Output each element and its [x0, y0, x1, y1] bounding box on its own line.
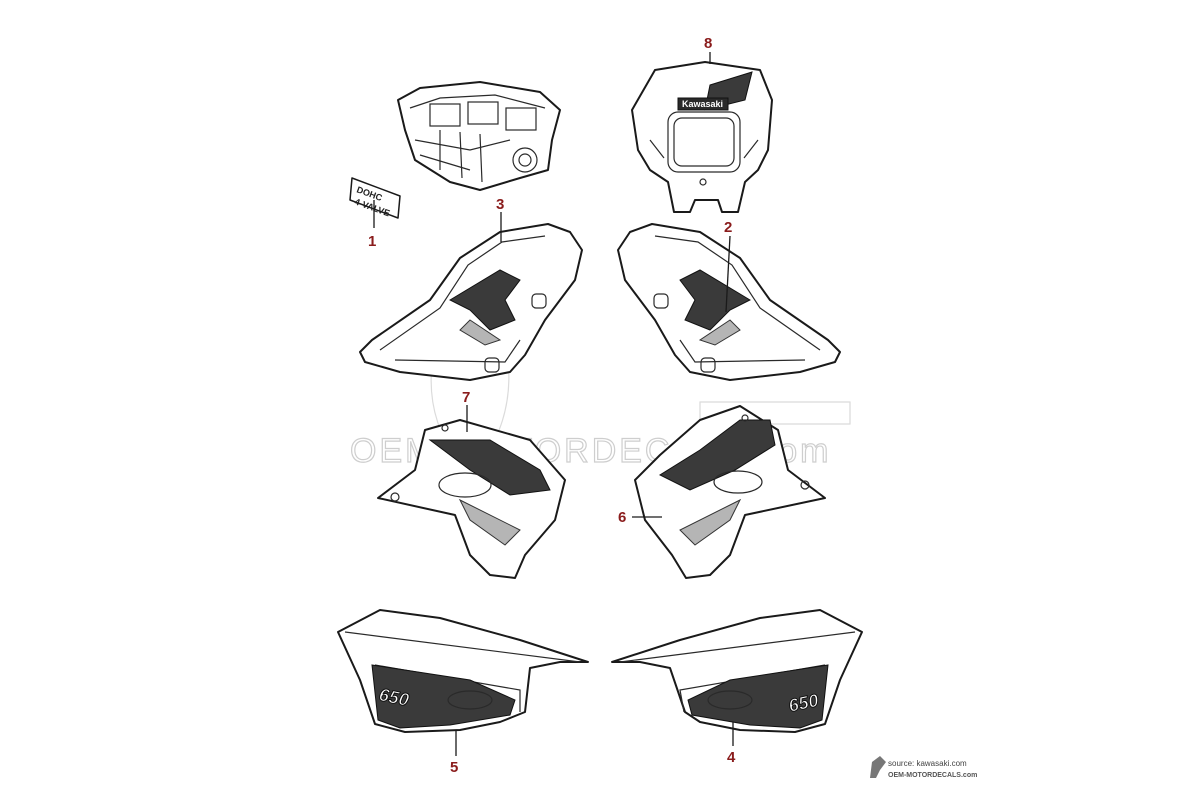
callout-4: 4 — [727, 749, 736, 766]
right-tank-cover — [634, 405, 826, 579]
source-credit: source: kawasaki.com OEM-MOTORDECALS.com — [870, 756, 977, 779]
callout-numbers: 1 2 3 4 5 6 7 8 — [368, 35, 736, 776]
right-side-cover-graphic — [687, 664, 829, 729]
callout-7: 7 — [462, 389, 470, 406]
right-radiator-shroud — [617, 223, 841, 381]
kawasaki-logo-decal — [677, 97, 729, 111]
left-radiator-shroud — [359, 223, 583, 381]
left-tank-graphic — [428, 439, 551, 496]
left-shroud-graphic — [448, 269, 521, 331]
callout-3: 3 — [496, 196, 504, 213]
engine-head — [397, 81, 561, 191]
callout-5: 5 — [450, 759, 458, 776]
dohc-decal: DOHC 4-VALVE — [349, 177, 401, 219]
source-logo-icon — [870, 756, 886, 778]
right-tank-graphic — [658, 419, 776, 491]
right-shroud-graphic — [679, 269, 752, 331]
leader-lines — [373, 52, 734, 756]
right-side-cover: 650 — [611, 609, 863, 733]
source-line-2: OEM-MOTORDECALS.com — [888, 772, 977, 779]
callout-2: 2 — [724, 219, 732, 236]
kawasaki-logo-text: Kawasaki — [682, 99, 723, 109]
callout-8: 8 — [704, 35, 712, 52]
watermark-banner — [699, 401, 851, 425]
left-tank-cover — [377, 419, 566, 579]
left-side-cover: 650 — [337, 609, 589, 733]
callout-1: 1 — [368, 233, 376, 250]
callout-6: 6 — [618, 509, 626, 526]
source-line-1: source: kawasaki.com — [888, 759, 967, 768]
left-side-cover-graphic — [371, 664, 516, 729]
headlight-cowl: Kawasaki — [631, 61, 773, 213]
